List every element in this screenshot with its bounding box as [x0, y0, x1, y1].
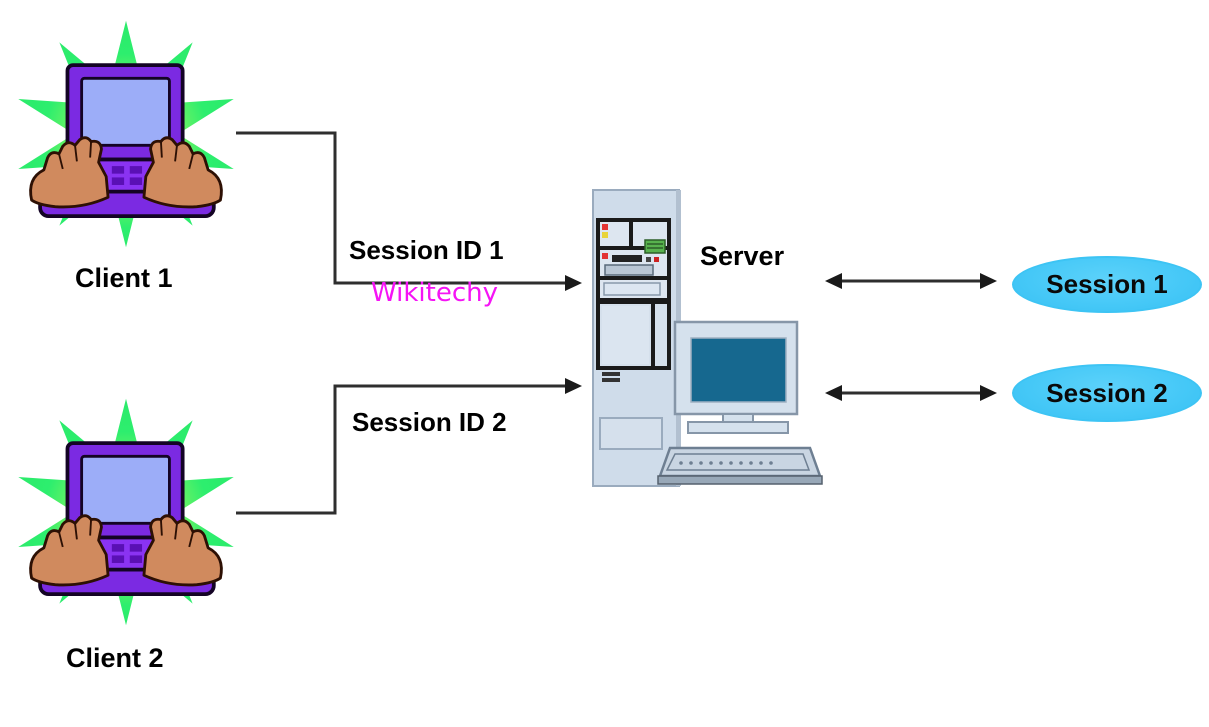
client-2-icon	[8, 392, 244, 632]
arrow-server-session1	[825, 273, 997, 289]
session-2-label: Session 2	[1046, 377, 1168, 408]
session-id-2-label: Session ID 2	[352, 407, 507, 437]
server-icon	[575, 186, 830, 496]
connector-client2-server	[236, 384, 565, 515]
server-monitor-icon	[673, 320, 799, 434]
session-1-label: Session 1	[1046, 269, 1168, 299]
wikitechy-watermark: Wikitechy	[371, 278, 498, 308]
client-2-label: Client 2	[66, 643, 164, 673]
session-2-ellipse: Session 2	[1012, 364, 1202, 422]
client-1-label: Client 1	[75, 263, 173, 293]
session-id-1-label: Session ID 1	[349, 235, 504, 265]
server-tower-icon	[592, 189, 681, 487]
arrow-server-session2	[825, 385, 997, 401]
server-label: Server	[700, 241, 785, 271]
server-keyboard-icon	[657, 446, 823, 485]
client-1-icon	[8, 14, 244, 254]
session-1-ellipse: Session 1	[1012, 256, 1202, 313]
